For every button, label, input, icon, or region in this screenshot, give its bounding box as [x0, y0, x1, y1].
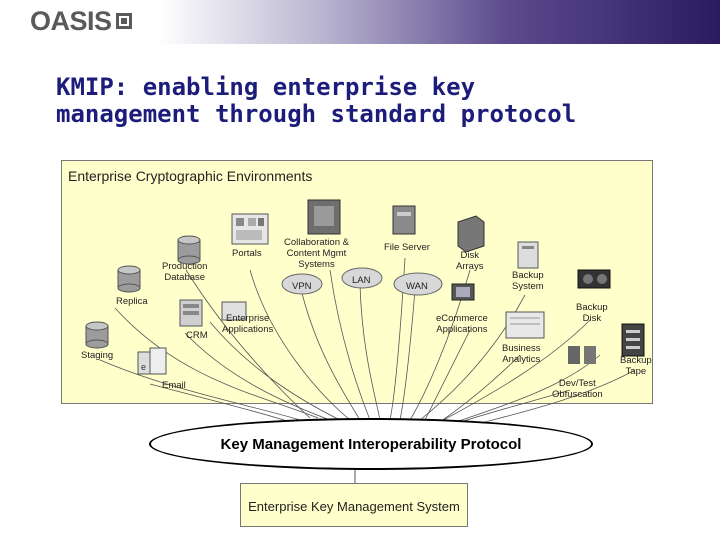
- label-file-server: File Server: [384, 242, 430, 253]
- label-staging: Staging: [81, 350, 114, 361]
- disk-arrays-icon: [457, 215, 485, 253]
- file-server-icon: [392, 205, 416, 235]
- label-portals: Portals: [232, 248, 262, 259]
- collaboration-server-icon: [307, 199, 341, 235]
- title-line-2: management through standard protocol: [56, 100, 577, 128]
- oasis-logo: OASIS: [30, 5, 132, 36]
- ekms-label: Enterprise Key Management System: [248, 499, 460, 514]
- portals-icon: [231, 213, 269, 245]
- enterprise-apps-icon: [221, 301, 247, 321]
- enterprise-key-management-system-box: Enterprise Key Management System: [240, 483, 468, 527]
- ecommerce-monitor-icon: [451, 283, 475, 301]
- backup-system-icon: [517, 241, 539, 269]
- business-analytics-icon: [505, 311, 545, 339]
- kmip-protocol-ellipse: Key Management Interoperability Protocol: [149, 418, 593, 470]
- staging-database-icon: [85, 321, 109, 349]
- kmip-protocol-label: Key Management Interoperability Protocol: [220, 436, 522, 453]
- backup-disk-icon: [577, 269, 611, 289]
- replica-database-icon: [117, 265, 141, 293]
- backup-tape-icon: [621, 323, 645, 357]
- label-email: Email: [162, 380, 186, 391]
- label-replica: Replica: [116, 296, 148, 307]
- label-crm: CRM: [186, 330, 208, 341]
- lan-cloud-icon: [341, 267, 383, 289]
- production-database-icon: [177, 235, 201, 265]
- vpn-cloud-icon: [281, 273, 323, 295]
- devtest-icon: [568, 346, 596, 364]
- label-wan: WAN: [406, 281, 428, 292]
- connector-lines: [99, 257, 636, 427]
- email-server-icon: e: [137, 347, 167, 375]
- environment-title: Enterprise Cryptographic Environments: [68, 168, 313, 184]
- label-vpn: VPN: [292, 281, 312, 292]
- crm-server-icon: [179, 299, 203, 327]
- page-title: KMIP: enabling enterprise key management…: [56, 74, 696, 128]
- logo-text: OASIS: [30, 5, 112, 36]
- logo-mark-icon: [115, 13, 132, 29]
- label-lan: LAN: [352, 275, 371, 286]
- svg-text:e: e: [141, 362, 146, 372]
- title-line-1: KMIP: enabling enterprise key: [56, 73, 476, 101]
- wan-cloud-icon: [393, 272, 443, 296]
